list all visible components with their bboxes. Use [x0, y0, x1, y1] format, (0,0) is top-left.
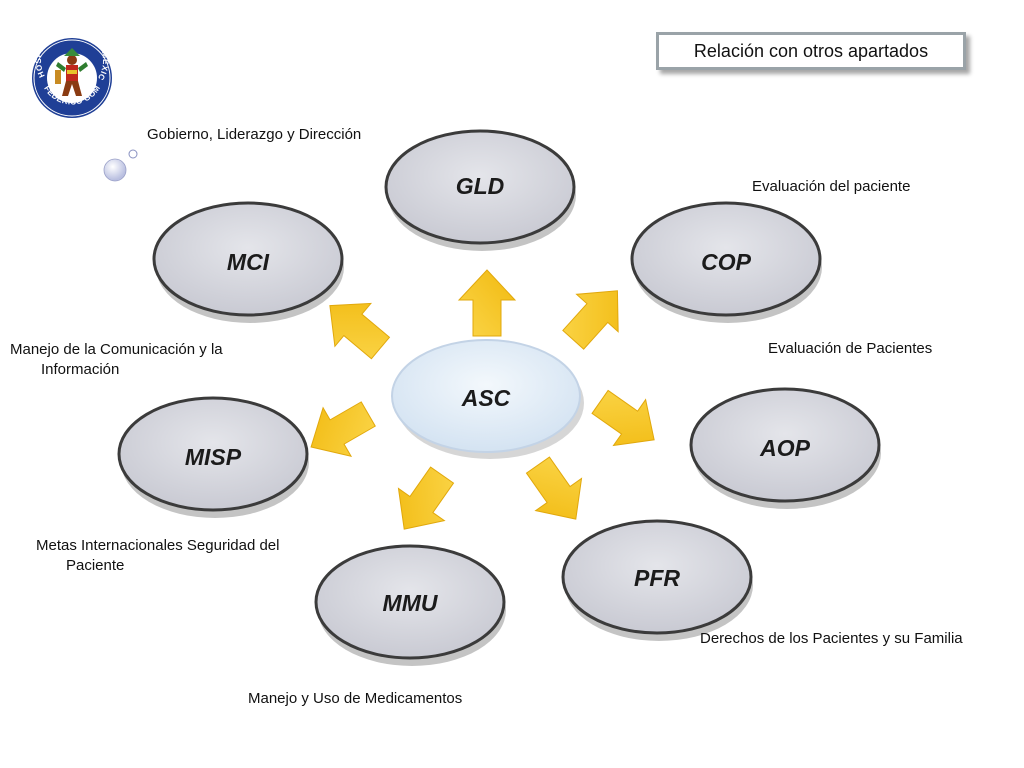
page-title: Relación con otros apartados — [693, 40, 929, 61]
node-aop-label: AOP — [759, 435, 811, 461]
arrow-to-pfr — [525, 456, 583, 520]
node-gld: GLD — [384, 129, 576, 251]
desc-aop: Evaluación de Pacientes — [768, 340, 933, 357]
node-center-label: ASC — [461, 385, 511, 411]
desc-cop: Evaluación del paciente — [752, 178, 911, 195]
node-pfr-label: PFR — [634, 565, 680, 591]
node-misp: MISP — [117, 396, 309, 518]
arrows-group — [310, 269, 655, 530]
arrow-to-misp — [310, 401, 376, 457]
node-cop-label: COP — [701, 249, 752, 275]
bubble-large — [103, 158, 127, 182]
desc-gld: Gobierno, Liderazgo y Dirección — [147, 126, 362, 143]
node-misp-label: MISP — [185, 444, 242, 470]
node-center-asc: ASC — [391, 339, 584, 459]
hospital-seal-logo: HOSPITAL INFANTIL DE MEXICO FEDERICO GOM… — [0, 0, 112, 118]
desc-misp-line2: Paciente — [66, 557, 125, 574]
desc-mci-line2: Información — [41, 361, 120, 378]
node-gld-label: GLD — [456, 173, 505, 199]
desc-pfr: Derechos de los Pacientes y su Familia — [700, 630, 963, 647]
bubble-small — [128, 149, 138, 159]
node-mmu-label: MMU — [383, 590, 439, 616]
node-mci: MCI — [152, 201, 344, 323]
desc-misp-line1: Metas Internacionales Seguridad del — [36, 537, 280, 554]
desc-mmu: Manejo y Uso de Medicamentos — [248, 690, 463, 707]
arrow-to-cop — [562, 290, 619, 350]
desc-mci-line1: Manejo de la Comunicación y la — [10, 341, 223, 358]
title-box: Relación con otros apartados — [656, 32, 966, 70]
node-aop: AOP — [689, 387, 881, 509]
node-pfr: PFR — [561, 519, 753, 641]
arrow-to-aop — [591, 389, 655, 447]
node-mci-label: MCI — [227, 249, 270, 275]
node-cop: COP — [630, 201, 822, 323]
arrow-to-mmu — [397, 466, 455, 530]
arrow-to-gld — [457, 269, 517, 337]
arrow-to-mci — [329, 302, 391, 360]
node-mmu: MMU — [314, 544, 506, 666]
